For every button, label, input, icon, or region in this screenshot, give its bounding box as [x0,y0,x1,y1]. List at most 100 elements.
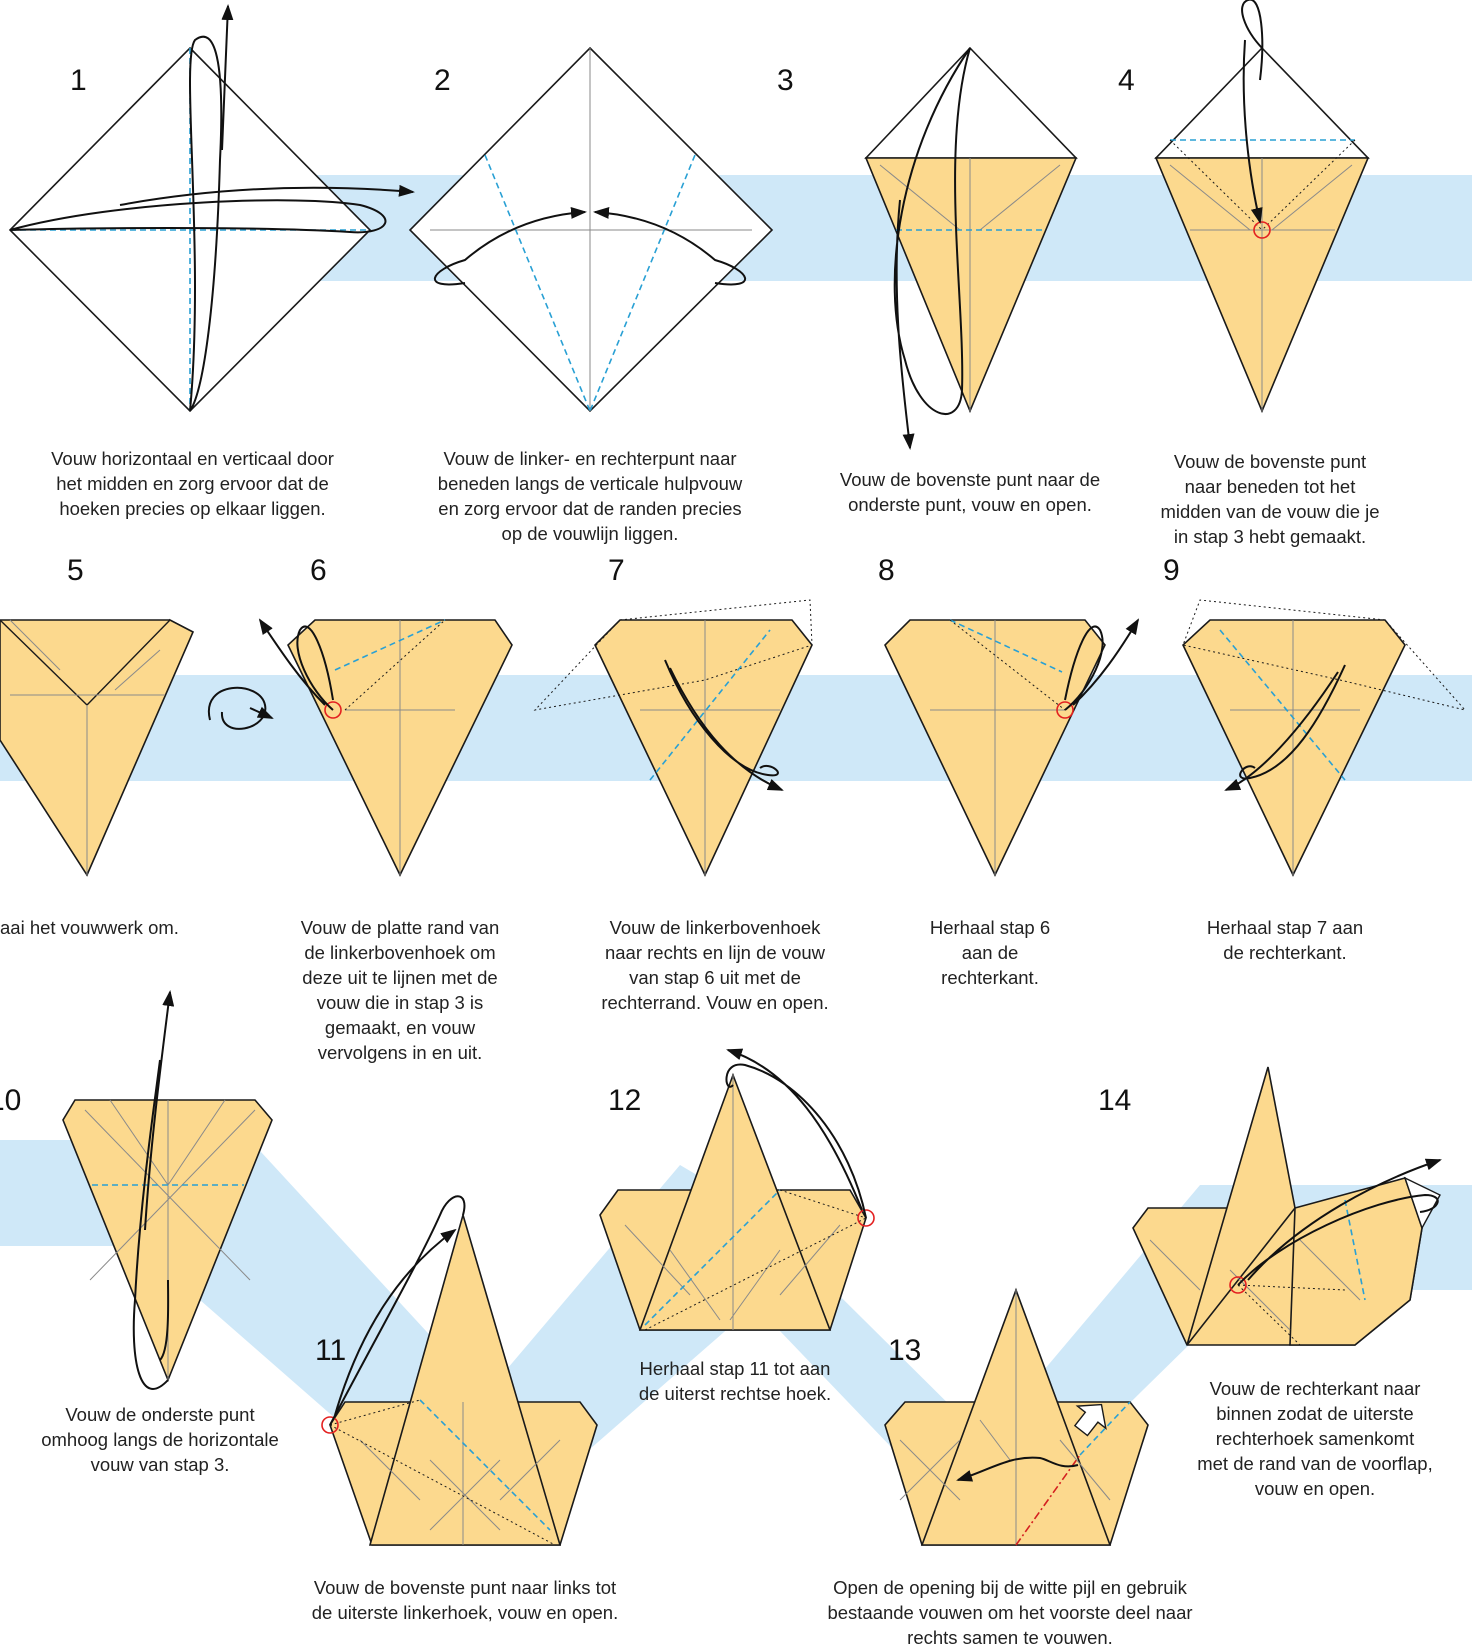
step-1-figure [8,6,413,413]
step-number-12: 12 [608,1084,641,1117]
crease-diag-2 [1271,164,1353,231]
step-numbers: 1234567891011121314 [0,64,1180,1367]
valley-fold [1219,629,1346,781]
step-6-figure [260,619,513,877]
caption-step-6: Vouw de platte rand van de linkerbovenhoe… [275,915,525,1065]
caption-line: vouw en open. [1254,1478,1376,1499]
crease-1 [624,1224,691,1296]
step-11-figure [321,1195,598,1546]
caption-line: aai het vouwwerk om. [0,917,179,938]
crease-4 [729,1249,781,1321]
paper-kite [594,619,813,877]
caption-line: Vouw de platte rand van [300,917,500,938]
hidden-line-2 [1237,1284,1301,1346]
caption-line: rechterhoek samenkomt [1215,1428,1415,1449]
step-number-3: 3 [777,64,794,97]
caption-line: naar rechts en lijn de vouw [604,942,826,963]
hidden-line-left [1169,139,1263,231]
caption-step-13: Open de opening bij de witte pijl en geb… [800,1575,1220,1650]
valley-fold [644,1189,781,1326]
caption-line: vouw van stap 3. [90,1454,230,1475]
caption-line: op de vouwlijn liggen. [501,523,679,544]
step-number-7: 7 [608,554,625,587]
step-number-8: 8 [878,554,895,587]
caption-line: rechterkant. [941,967,1039,988]
caption-step-5: aai het vouwwerk om. [0,915,200,940]
flap-edge-left [0,619,88,706]
caption-line: Vouw de linkerbovenhoek [609,917,821,938]
hidden-line-2 [329,1399,421,1426]
caption-line: de linkerbovenhoek om [304,942,496,963]
caption-step-14: Vouw de rechterkant naar binnen zodat de … [1170,1376,1460,1501]
caption-line: Herhaal stap 6 [929,917,1051,938]
paper-white-top [864,46,1078,159]
caption-line: de uiterste linkerhoek, vouw en open. [311,1602,619,1623]
caption-line: Vouw de rechterkant naar [1209,1378,1421,1399]
caption-line: deze uit te lijnen met de [302,967,498,988]
fold-arrow-down [893,47,971,448]
fold-arrow-up [132,992,170,1390]
step-4-figure [1154,0,1370,414]
valley-fold [949,619,1063,673]
paper-tip [1186,1066,1296,1346]
caption-line: hoeken precies op elkaar liggen. [59,498,326,519]
hidden-line-2 [779,1189,867,1219]
valley-fold [649,629,771,781]
caption-line: vouw die in stap 3 is [316,992,484,1013]
valley-fold [1344,1199,1366,1301]
crease-2 [1299,1239,1361,1301]
caption-line: het midden en zorg ervoor dat de [56,473,329,494]
caption-step-8: Herhaal stap 6 aan de rechterkant. [900,915,1080,990]
caption-line: vervolgens in en uit. [317,1042,483,1063]
hidden-line-right [1261,139,1356,231]
crease-1 [359,1439,421,1501]
caption-line: aan de [961,942,1019,963]
step-number-4: 4 [1118,64,1135,97]
valley-fold-left [484,154,591,412]
paper-kite [864,157,1078,414]
crease-diag-1 [84,1109,251,1281]
mountain-fold [1015,1454,1081,1546]
step-14-figure [1132,1066,1440,1346]
caption-line: gemaakt, en vouw [324,1017,476,1038]
caption-step-4: Vouw de bovenste punt naar beneden tot he… [1135,449,1405,549]
step-number-5: 5 [67,554,84,587]
crease-diag-1 [879,164,961,231]
crease-3 [979,1419,1011,1461]
caption-line: beneden langs de verticale hulpvouw [437,473,743,494]
crease-diag-2 [114,649,161,691]
caption-line: Vouw de bovenste punt [1173,451,1367,472]
valley-fold [1079,1401,1131,1456]
crease-1 [1149,1239,1201,1291]
hidden-line-1 [644,1217,867,1331]
paper-tip [638,1072,832,1331]
step-13-figure [884,1287,1149,1546]
valley-fold [334,619,446,671]
white-push-arrow [1073,1403,1107,1437]
crease-2 [779,1224,841,1296]
caption-line: Vouw de bovenste punt naar de [839,469,1101,490]
caption-step-12: Herhaal stap 11 tot aan de uiterst rechts… [615,1356,855,1406]
caption-line: en zorg ervoor dat de randen precies [438,498,742,519]
fold-arrow [1064,620,1138,711]
crease-2 [899,1439,961,1501]
fold-arrow [1237,1160,1440,1286]
caption-line: de uiterst rechtse hoek. [638,1383,832,1404]
caption-line: naar beneden tot het [1184,476,1356,497]
reference-circle [321,1416,339,1434]
crease-diag-4 [167,1099,226,1186]
caption-line: in stap 3 hebt gemaakt. [1173,526,1367,547]
caption-line: binnen zodat de uiterste [1216,1403,1414,1424]
fold-arrow [329,1195,464,1426]
hidden-outline [533,599,813,711]
reference-circle [324,701,342,719]
hidden-outline [1182,599,1467,711]
caption-line: Herhaal stap 11 tot aan [639,1358,831,1379]
caption-line: midden van de vouw die je [1160,501,1380,522]
step-number-2: 2 [434,64,451,97]
step-number-14: 14 [1098,1084,1131,1117]
